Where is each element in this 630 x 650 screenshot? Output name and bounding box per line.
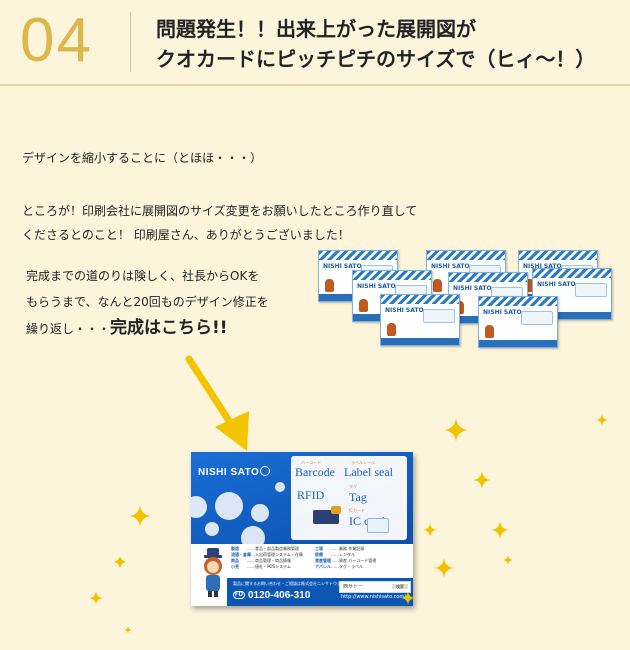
sparkle-icon [401,591,415,605]
info-row: 商品……商品管理・商品情報資産管理……資産 バーコード管理 [231,558,377,563]
header-divider [130,12,131,72]
thumbnail-logo: NISHI SATO [537,281,576,288]
sparkle-icon [124,626,132,634]
thumbnail-logo: NISHI SATO [431,263,470,270]
thumbnail-logo: NISHI SATO [323,263,362,270]
arrow-down-icon [185,355,249,451]
mascot-icon [325,279,334,292]
sub-label: ラベルシール [351,460,375,465]
revisions-line-1: 完成までの道のりは険しく、社長からOKを [26,269,260,283]
step-number: 04 [20,6,93,75]
sparkle-icon [423,523,437,537]
paragraph-revisions: 完成までの道のりは険しく、社長からOKを もらうまで、なんと20回ものデザイン修… [26,263,269,342]
paragraph-printer-line-2: くださるとのこと！ 印刷屋さん、ありがとうございました！ [22,228,350,242]
search-box-graphic: 西サトー 検索 [339,581,411,593]
title-line-2: クオカードにピッチピチのサイズで（ヒィ〜！） [156,47,596,71]
quo-card-final-design: NISHI SATO バーコード ラベルシール Barcode Label se… [191,452,413,606]
card-icon [423,309,455,323]
revisions-line-3-text: 繰り返し・・・ [26,322,111,336]
card-icon [521,311,553,325]
sparkle-icon [113,555,127,569]
title-line-1: 問題発生！！出来上がった展開図が [156,17,476,41]
thumbnail-card: NISHI SATO [478,296,558,348]
info-row: 流通・倉庫……入出荷管理システム・在庫医療……レンタル [231,552,355,557]
bubble-decoration [215,492,243,520]
completed-heading: 完成はこちら!! [110,318,228,338]
thumbnail-logo: NISHI SATO [523,263,562,270]
bubble-decoration [205,522,219,536]
contact-url: http://www.nishisato.com/ [341,594,406,600]
thumbnail-logo: NISHI SATO [483,309,522,316]
bubble-decoration [275,482,285,492]
bubble-decoration [251,504,269,522]
sparkle-icon [596,414,608,426]
sub-barcode: バーコード [301,460,321,465]
mascot-icon [387,323,396,336]
card-industry-list: 製造……食品・部品製造業務管理工場……業務 作業記録 流通・倉庫……入出荷管理シ… [231,546,409,570]
keyword-rfid: RFID [297,488,325,502]
sparkle-icon [503,555,513,565]
free-dial-icon: FD [233,591,245,599]
section-header: 04 問題発生！！出来上がった展開図が クオカードにピッチピチのサイズで（ヒィ〜… [0,0,630,86]
keyword-barcode: Barcode [295,465,335,479]
mascot-icon [359,299,368,312]
sparkle-icon [473,471,491,489]
bubble-decoration [241,526,265,544]
keyword-label-seal: Label seal [344,465,393,479]
ic-card-illustration [367,518,389,533]
thumbnail-logo: NISHI SATO [385,307,424,314]
sparkle-icon [89,591,103,605]
info-row: 小売……値札・POSシステムアパレル……タグ・ラベル [231,564,363,569]
sparkle-icon [129,505,151,527]
mascot-icon [433,279,442,292]
card-icon [575,283,607,297]
mascot-icon [485,325,494,338]
paragraph-printer-line-1: ところが！印刷会社に展開図のサイズ変更をお願いしたところ作り直して [22,204,418,218]
thumbnail-logo: NISHI SATO [453,285,492,292]
revisions-line-2: もらうまで、なんと20回ものデザイン修正を [26,295,269,309]
card-top-panel: NISHI SATO バーコード ラベルシール Barcode Label se… [191,452,413,544]
sub-ic: ICカード [349,508,365,513]
sparkle-icon [444,418,468,442]
thumbnail-card: NISHI SATO [380,294,460,346]
mascot-icon [525,279,534,292]
card-logo: NISHI SATO [198,466,271,478]
paragraph-shrink-design: デザインを縮小することに（とほほ・・・） [22,151,263,165]
sparkle-icon [434,558,454,578]
bubble-decoration [191,496,207,518]
revision-thumbnails: NISHI SATO NISHI SATO NISHI SATO NISHI SATO… [318,250,612,364]
revisions-line-3: 繰り返し・・・完成はこちら!! [26,315,269,342]
thumbnail-logo: NISHI SATO [357,283,396,290]
mascot-doll-icon [204,548,222,597]
contact-note: 製品に関するお問い合わせ・ご相談は株式会社ニシサトウまで [233,581,345,586]
section-title: 問題発生！！出来上がった展開図が クオカードにピッチピチのサイズで（ヒィ〜！） [156,14,595,74]
label-printer-illustration [313,506,341,524]
sub-tag: タグ [349,484,357,489]
sparkle-icon [491,521,509,539]
thumbnail-card: NISHI SATO [532,268,612,320]
info-row: 製造……食品・部品製造業務管理工場……業務 作業記録 [231,546,365,551]
keyword-tag: Tag [349,490,367,504]
